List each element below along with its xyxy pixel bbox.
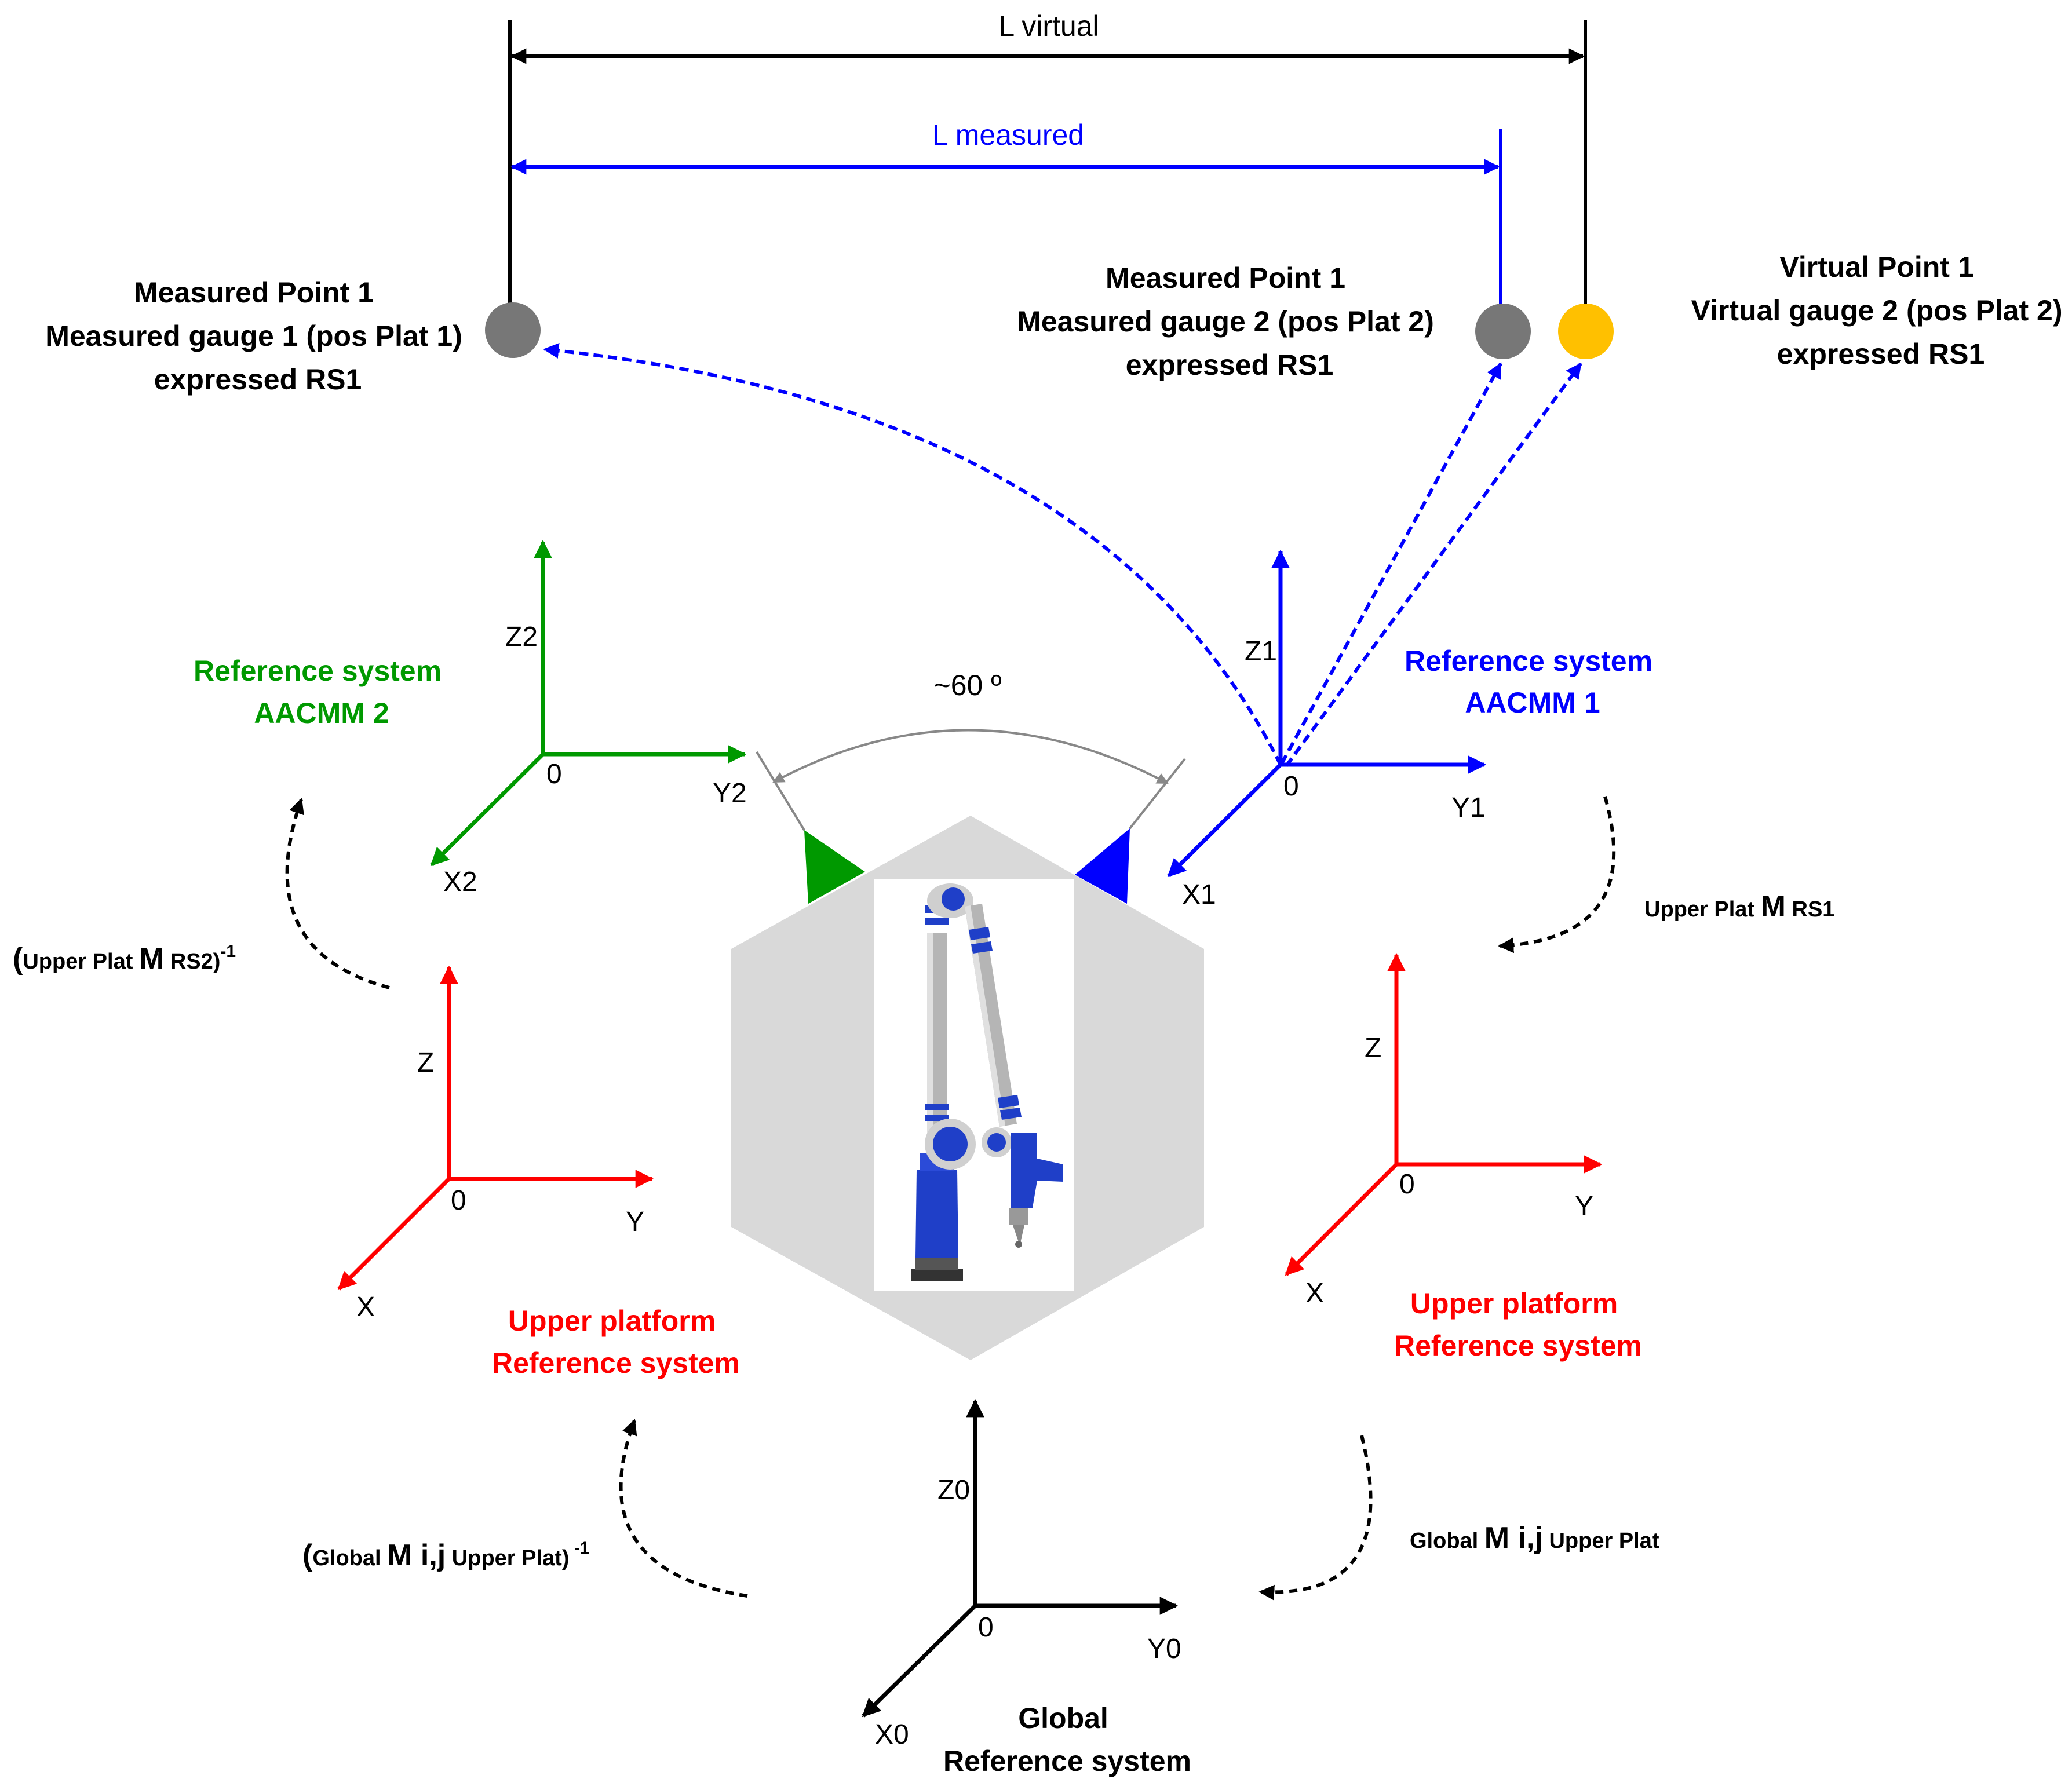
global-to-upper-inv-mid: M i,j	[387, 1539, 446, 1572]
upper-platform-left-frame: Z Y X 0 Upper platform Reference system	[337, 965, 740, 1379]
aacmm1-title: Reference system AACMM 1	[1405, 645, 1661, 719]
global-to-upper-inv-sup: -1	[574, 1539, 590, 1558]
aacmm1-reference-frame: Z1 Y1 X1 0 Reference system AACMM 1	[1167, 549, 1661, 910]
upper-right-y-label: Y	[1575, 1191, 1593, 1222]
l-measured-dimension: L measured	[510, 119, 1502, 316]
measured-point-2-line-2: Measured gauge 2 (pos Plat 2)	[1017, 305, 1434, 338]
upper-to-rs1-sub: RS1	[1792, 897, 1835, 922]
upper-to-rs2-open: (	[13, 942, 23, 976]
transform-label-global-to-upper-inv: (Global M i,j Upper Plat) -1	[302, 1539, 590, 1572]
virtual-point-1-line-3: expressed RS1	[1777, 338, 1985, 370]
global-to-upper-inv-pre: Global	[312, 1546, 381, 1570]
aacmm1-z-label: Z1	[1245, 636, 1277, 667]
global-x-label: X0	[875, 1719, 909, 1750]
aacmm2-title: Reference system AACMM 2	[194, 655, 450, 729]
projection-arrows	[543, 343, 1582, 767]
virtual-point-1-line-2: Virtual gauge 2 (pos Plat 2)	[1691, 294, 2063, 327]
global-reference-frame: Z0 Y0 X0 0 Global Reference system	[862, 1398, 1191, 1777]
l-virtual-dimension: L virtual	[508, 10, 1587, 328]
projection-to-measured-point-2	[1280, 362, 1502, 765]
measured-point-1-marker	[485, 302, 541, 358]
upper-left-title: Upper platform Reference system	[492, 1305, 740, 1379]
aacmm1-y-label: Y1	[1451, 792, 1486, 823]
aacmm-arm-illustration	[911, 883, 1063, 1281]
upper-left-x-label: X	[356, 1292, 375, 1323]
blue-platform-marker	[1075, 828, 1130, 904]
upper-left-origin-label: 0	[451, 1185, 466, 1216]
aacmm2-title-line-2: AACMM 2	[254, 697, 389, 729]
measured-point-1-line-1: Measured Point 1	[134, 276, 374, 309]
global-origin-label: 0	[978, 1612, 994, 1643]
transform-label-upper-to-rs1: Upper Plat M RS1	[1644, 890, 1834, 923]
measured-point-2-line-3: expressed RS1	[1126, 349, 1334, 381]
global-y-label: Y0	[1147, 1634, 1181, 1664]
upper-to-rs2-pre: Upper Plat	[23, 949, 133, 974]
upper-to-rs2-sub: RS2)	[170, 949, 221, 974]
upper-right-x-label: X	[1305, 1278, 1324, 1309]
projection-to-virtual-point-1	[1285, 362, 1582, 767]
transform-label-upper-to-rs2: (Upper Plat M RS2)-1	[13, 942, 236, 976]
aacmm2-title-line-1: Reference system	[194, 655, 442, 687]
aacmm2-origin-label: 0	[546, 759, 562, 790]
transform-arrow-global-to-upper	[1258, 1435, 1373, 1601]
angle-indicator: ~60 º	[756, 669, 1186, 831]
measured-point-2-line-1: Measured Point 1	[1106, 262, 1345, 294]
l-virtual-label: L virtual	[998, 10, 1099, 42]
upper-right-z-label: Z	[1365, 1033, 1381, 1064]
l-measured-label: L measured	[932, 119, 1084, 151]
global-z-label: Z0	[937, 1475, 970, 1506]
upper-to-rs2-sup: -1	[220, 942, 236, 961]
global-title: Global Reference system	[943, 1702, 1191, 1777]
upper-left-y-label: Y	[626, 1207, 644, 1237]
global-to-upper-pre: Global	[1410, 1529, 1478, 1553]
aacmm2-y-label: Y2	[713, 778, 747, 809]
global-to-upper-mid: M i,j	[1484, 1521, 1543, 1555]
upper-platform-right-frame: Z Y X 0 Upper platform Reference system	[1285, 952, 1642, 1362]
measured-point-1-label: Measured Point 1 Measured gauge 1 (pos P…	[45, 276, 470, 396]
virtual-point-1-marker	[1558, 304, 1614, 359]
upper-left-title-line-1: Upper platform	[508, 1305, 716, 1337]
upper-to-rs1-mid: M	[1761, 890, 1786, 923]
measured-point-2-marker	[1475, 304, 1531, 359]
aacmm1-x-label: X1	[1182, 879, 1216, 910]
virtual-point-1-line-1: Virtual Point 1	[1779, 251, 1973, 283]
measured-point-1-line-2: Measured gauge 1 (pos Plat 1)	[45, 320, 462, 352]
transform-arrow-upper-to-rs1	[1498, 796, 1616, 954]
aacmm1-origin-label: 0	[1283, 771, 1299, 802]
aacmm1-title-line-2: AACMM 1	[1465, 686, 1600, 719]
green-platform-marker	[804, 830, 865, 904]
global-to-upper-sub: Upper Plat	[1549, 1529, 1659, 1553]
projection-to-measured-point-1	[543, 343, 1282, 766]
angle-label: ~60 º	[934, 669, 1002, 702]
aacmm1-title-line-1: Reference system	[1405, 645, 1653, 677]
upper-right-title-line-2: Reference system	[1394, 1329, 1642, 1362]
upper-right-title: Upper platform Reference system	[1394, 1287, 1642, 1362]
measured-point-1-line-3: expressed RS1	[154, 363, 362, 396]
global-title-line-1: Global	[1018, 1702, 1108, 1734]
measured-point-2-label: Measured Point 1 Measured gauge 2 (pos P…	[1017, 262, 1442, 381]
transform-arrow-upper-to-rs2	[285, 798, 390, 989]
transform-arrows	[285, 796, 1616, 1601]
upper-left-z-label: Z	[417, 1047, 434, 1078]
aacmm2-z-label: Z2	[505, 622, 538, 652]
aacmm2-reference-frame: Z2 Y2 X2 0 Reference system AACMM 2	[194, 539, 747, 897]
upper-right-origin-label: 0	[1399, 1169, 1415, 1200]
virtual-point-1-label: Virtual Point 1 Virtual gauge 2 (pos Pla…	[1691, 251, 2071, 370]
transform-arrow-global-to-upper-inv	[619, 1419, 748, 1598]
upper-left-title-line-2: Reference system	[492, 1347, 740, 1379]
aacmm2-x-label: X2	[443, 867, 477, 897]
global-title-line-2: Reference system	[943, 1745, 1191, 1777]
upper-to-rs2-mid: M	[139, 942, 164, 976]
upper-to-rs1-pre: Upper Plat	[1644, 897, 1754, 922]
global-to-upper-inv-sub: Upper Plat)	[452, 1546, 570, 1570]
upper-right-title-line-1: Upper platform	[1410, 1287, 1618, 1320]
transform-label-global-to-upper: Global M i,j Upper Plat	[1410, 1521, 1659, 1555]
global-to-upper-inv-open: (	[302, 1539, 313, 1572]
